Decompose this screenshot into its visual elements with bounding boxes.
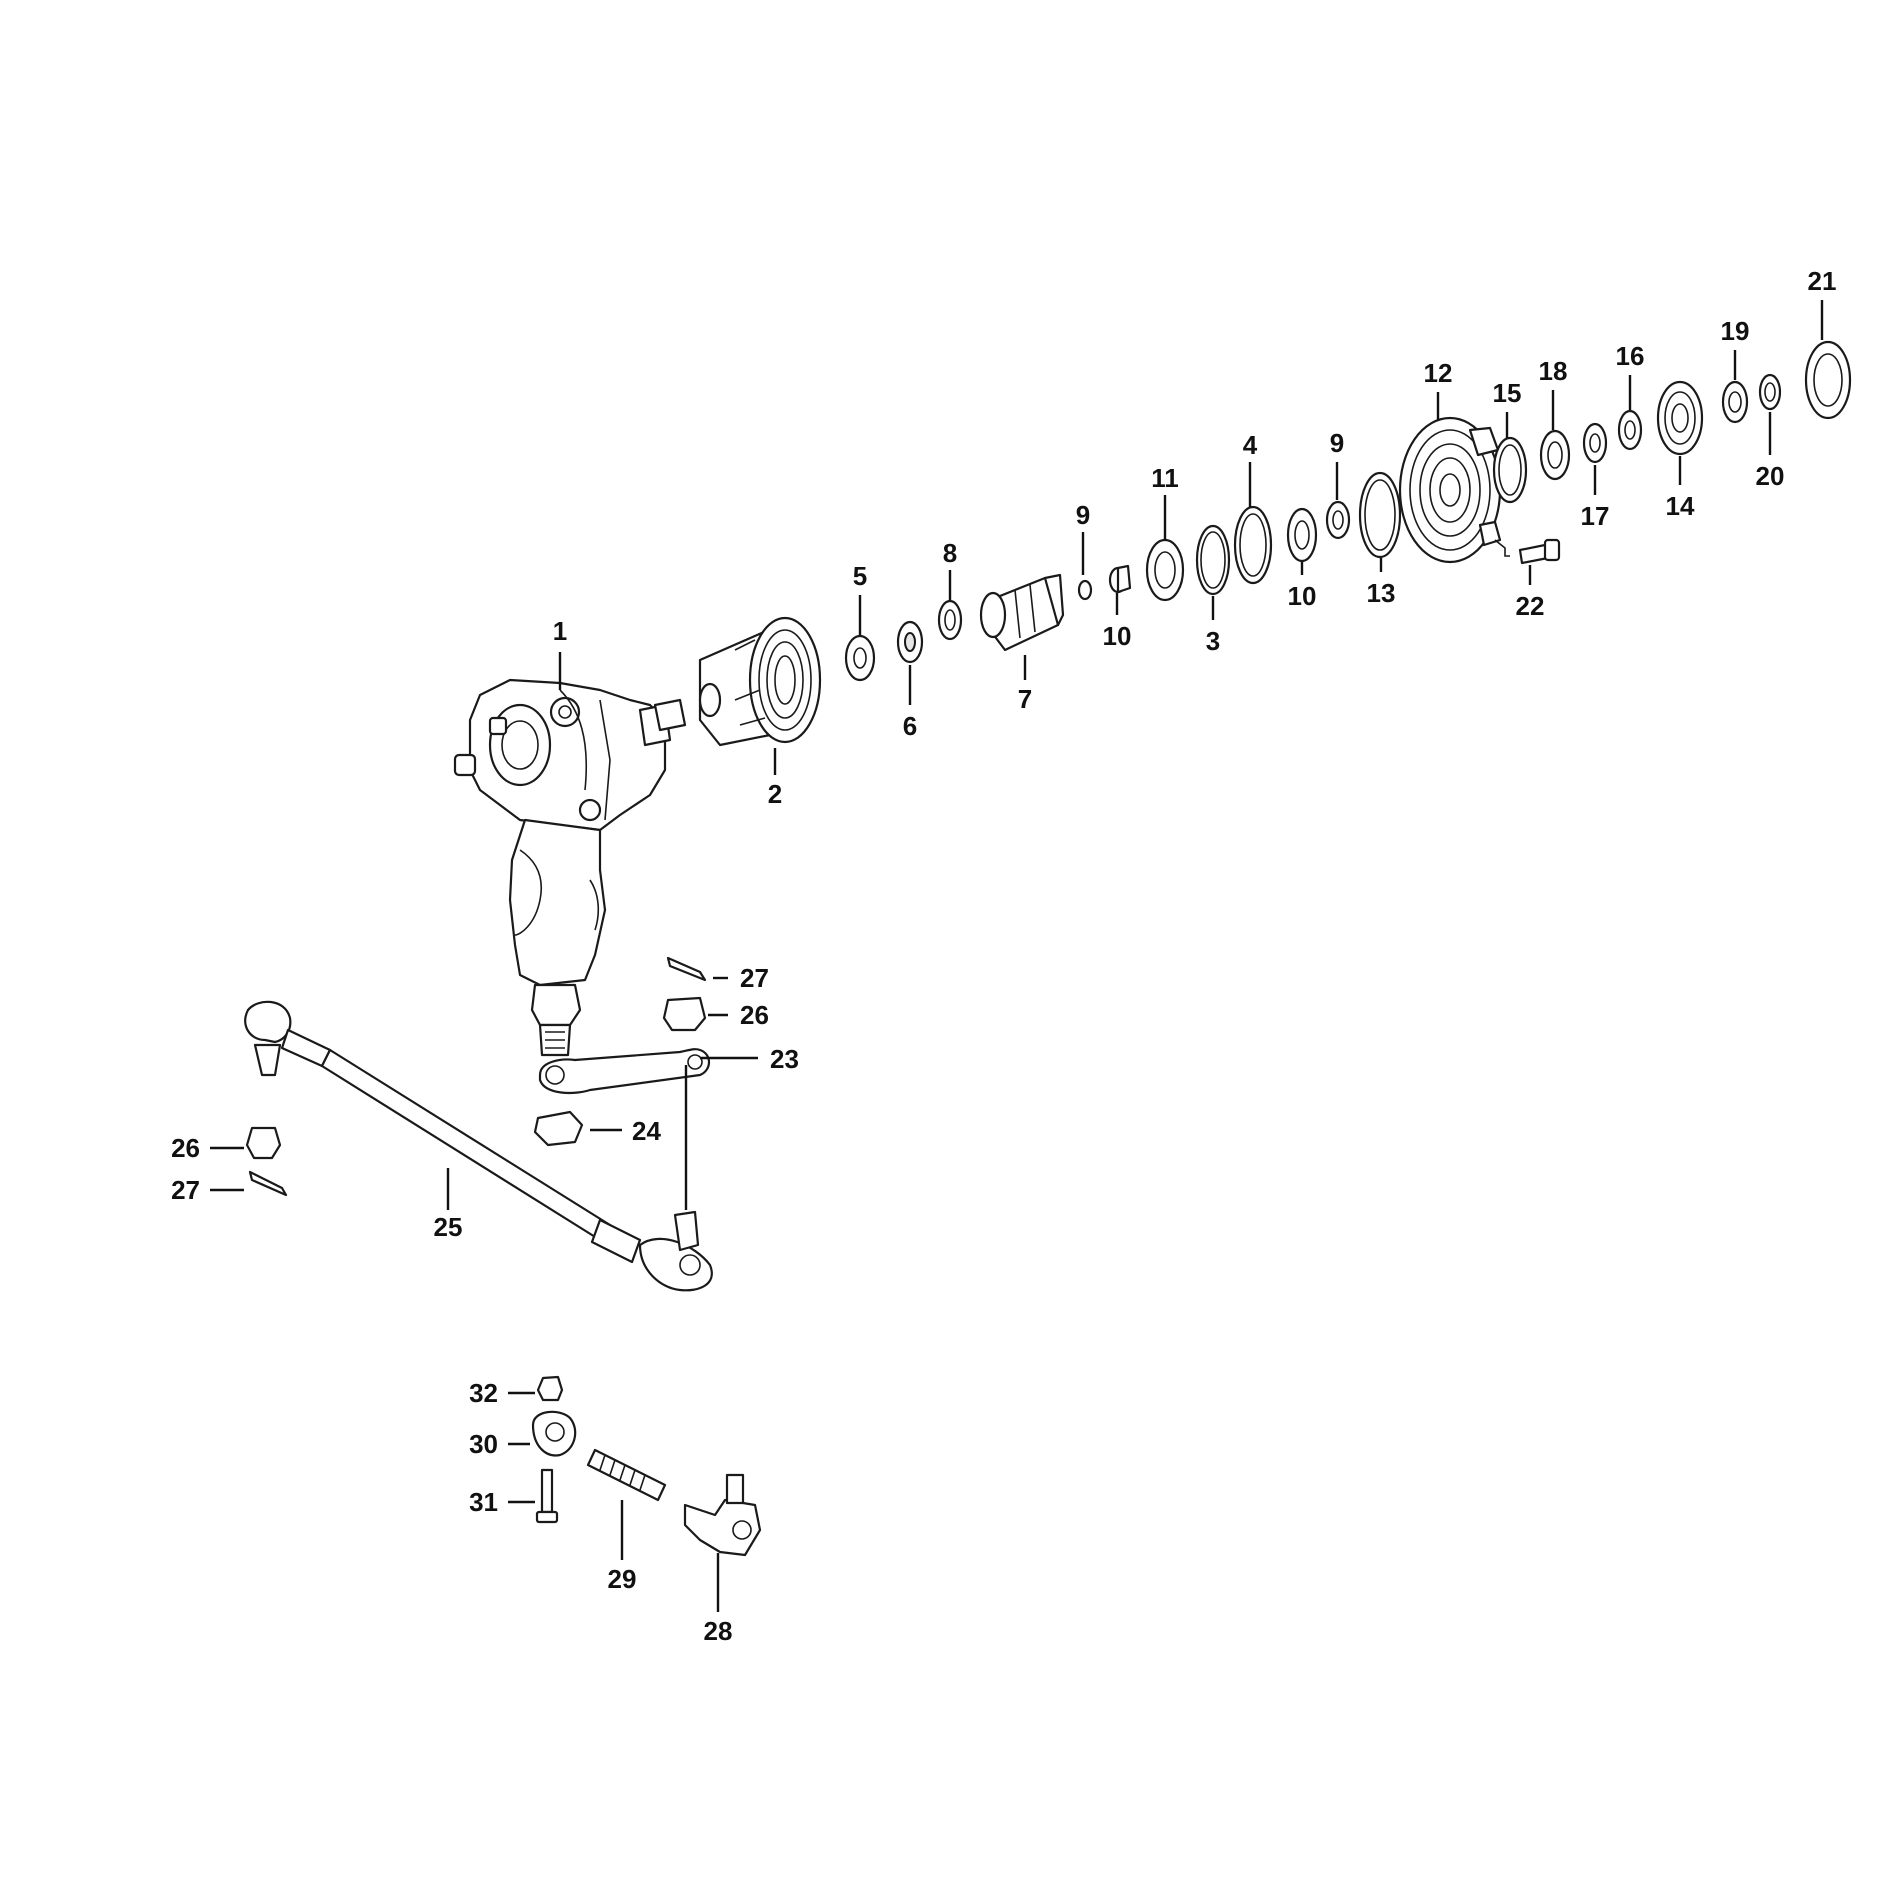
callout-19: 19 (1721, 316, 1750, 346)
callout-2: 2 (768, 779, 782, 809)
callout-32: 32 (469, 1378, 498, 1408)
part-32-nut (536, 1375, 564, 1402)
callout-10-b: 10 (1288, 581, 1317, 611)
part-6-washer (896, 620, 924, 664)
callout-6: 6 (903, 711, 917, 741)
part-9-small-seal-b (1325, 500, 1351, 540)
callout-24: 24 (632, 1116, 661, 1146)
part-20-washer (1758, 373, 1782, 411)
part-10-bushing-a (1108, 564, 1132, 594)
callout-1: 1 (553, 616, 567, 646)
part-22-bolt (1518, 538, 1561, 565)
callout-5: 5 (853, 561, 867, 591)
part-23-pitman-arm (538, 1048, 711, 1095)
callout-11: 11 (1151, 463, 1179, 493)
callout-31: 31 (469, 1487, 498, 1517)
callout-29: 29 (608, 1564, 637, 1594)
callout-16: 16 (1616, 341, 1645, 371)
part-21-lock-nut (1804, 340, 1852, 420)
part-27-cotter-pin-upper (666, 956, 707, 982)
part-3-o-ring (1195, 524, 1231, 596)
callout-9-b: 9 (1330, 428, 1344, 458)
part-29-adjusting-tube (586, 1448, 667, 1502)
callout-27-upper: 27 (740, 963, 769, 993)
callout-17: 17 (1581, 501, 1610, 531)
part-15-ring (1492, 436, 1528, 504)
part-19-seal (1721, 380, 1749, 424)
callout-18: 18 (1539, 356, 1568, 386)
part-27-cotter-pin-lower (248, 1170, 288, 1197)
callout-26-upper: 26 (740, 1000, 769, 1030)
callout-numbers: 1 2 3 4 5 6 7 8 9 9 10 10 11 12 13 14 15… (171, 266, 1836, 1646)
callout-13: 13 (1367, 578, 1396, 608)
callout-3: 3 (1206, 626, 1220, 656)
part-12-end-cover (1398, 416, 1510, 564)
callout-21: 21 (1808, 266, 1837, 296)
callout-27-lower: 27 (171, 1175, 200, 1205)
callout-15: 15 (1493, 378, 1522, 408)
callout-8: 8 (943, 538, 957, 568)
part-30-clamp (531, 1410, 577, 1457)
callout-9-a: 9 (1076, 500, 1090, 530)
part-31-bolt (535, 1468, 559, 1524)
part-7-valve-body (979, 573, 1065, 652)
part-18-bearing (1539, 429, 1571, 481)
callout-22: 22 (1516, 591, 1545, 621)
callout-10-a: 10 (1103, 621, 1132, 651)
callout-7: 7 (1018, 684, 1032, 714)
part-9-small-seal-a (1077, 579, 1093, 601)
part-17-washer (1582, 422, 1608, 464)
part-14-piston (1656, 380, 1704, 456)
part-13-o-ring-large (1358, 471, 1402, 559)
leader-lines (210, 300, 1824, 1612)
callout-12: 12 (1424, 358, 1453, 388)
callout-14: 14 (1666, 491, 1695, 521)
part-24-nut (533, 1110, 584, 1147)
part-16-ring (1617, 409, 1643, 451)
part-2-valve-housing (698, 616, 822, 747)
callout-4: 4 (1243, 430, 1258, 460)
callout-28: 28 (704, 1616, 733, 1646)
part-4-seal-ring (1233, 505, 1273, 585)
part-1-steering-gear-box (453, 678, 687, 1057)
callout-25: 25 (434, 1212, 463, 1242)
part-11-bearing (1145, 538, 1185, 602)
callout-30: 30 (469, 1429, 498, 1459)
part-5-bearing-nut (844, 634, 876, 682)
part-28-tie-rod-end (683, 1473, 762, 1557)
part-26-castle-nut-lower (245, 1126, 282, 1160)
part-10-bushing-b (1286, 507, 1318, 563)
callout-23: 23 (770, 1044, 799, 1074)
callout-20: 20 (1756, 461, 1785, 491)
callout-26-lower: 26 (171, 1133, 200, 1163)
part-8-ring (937, 599, 963, 641)
part-25-tie-rod (244, 1000, 713, 1292)
part-26-castle-nut-upper (662, 996, 707, 1032)
